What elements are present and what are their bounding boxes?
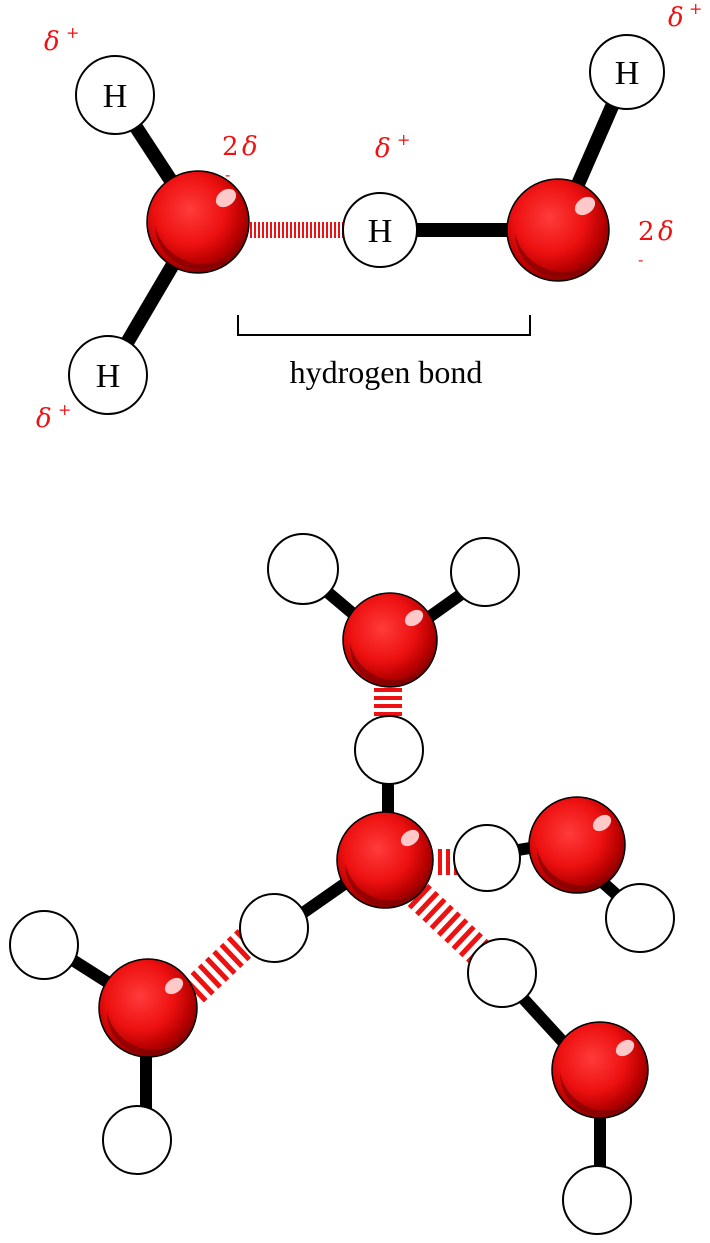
svg-text:+: +: [689, 0, 702, 18]
oxygen-atom: [551, 1021, 649, 1119]
svg-text:δ: δ: [242, 132, 258, 162]
svg-text:2: 2: [638, 217, 655, 247]
partial-charge-positive: δ +: [44, 23, 79, 57]
hydrogen-atom: H: [75, 55, 155, 135]
oxygen-atom: [98, 958, 198, 1058]
svg-text:-: -: [638, 250, 643, 269]
svg-text:δ: δ: [668, 3, 684, 33]
oxygen-atom: [342, 592, 438, 688]
hydrogen-atom: H: [68, 335, 148, 415]
svg-text:2: 2: [222, 132, 239, 162]
svg-text:δ: δ: [375, 134, 391, 164]
oxygen-atom: [146, 170, 250, 274]
hydrogen-label: H: [96, 358, 121, 395]
hydrogen-atom: H: [589, 34, 665, 110]
top-dimer: H H H H δ + δ + δ + δ +: [36, 0, 702, 434]
hydrogen-atom: [9, 910, 79, 980]
hydrogen-atom: [102, 1105, 172, 1175]
oxygen-atom: [528, 796, 626, 894]
hydrogen-atom: [562, 1165, 632, 1235]
hydrogen-atom: [467, 938, 537, 1008]
partial-charge-negative: 2 δ -: [638, 217, 674, 269]
partial-charge-negative: 2 δ -: [222, 132, 258, 184]
hydrogen-atom: H: [342, 192, 418, 268]
oxygen-atom: [336, 811, 434, 909]
hydrogen-bond: [407, 884, 493, 966]
hydrogen-atom: [354, 715, 424, 785]
hydrogen-atom: [450, 537, 520, 607]
hydrogen-bond-bracket: [237, 315, 531, 336]
hydrogen-label: H: [368, 213, 393, 250]
svg-text:δ: δ: [36, 404, 52, 434]
partial-charge-positive: δ +: [668, 0, 702, 33]
hydrogen-label: H: [615, 55, 640, 92]
partial-charge-positive: δ +: [36, 400, 71, 434]
svg-text:+: +: [58, 400, 71, 419]
partial-charge-positive: δ +: [375, 130, 410, 164]
hydrogen-bond: [179, 929, 259, 1006]
svg-text:δ: δ: [44, 27, 60, 57]
hydrogen-atom: [605, 883, 675, 953]
svg-text:+: +: [397, 130, 410, 149]
hydrogen-atom: [453, 824, 521, 892]
svg-text:+: +: [66, 23, 79, 42]
hydrogen-atom: [267, 533, 339, 605]
water-cluster: [9, 533, 675, 1235]
svg-text:δ: δ: [658, 217, 674, 247]
svg-text:-: -: [225, 165, 230, 184]
hydrogen-atom: [239, 893, 309, 963]
hydrogen-bond-caption: hydrogen bond: [290, 354, 483, 390]
hydrogen-label: H: [103, 78, 128, 115]
oxygen-atom: [506, 178, 610, 282]
